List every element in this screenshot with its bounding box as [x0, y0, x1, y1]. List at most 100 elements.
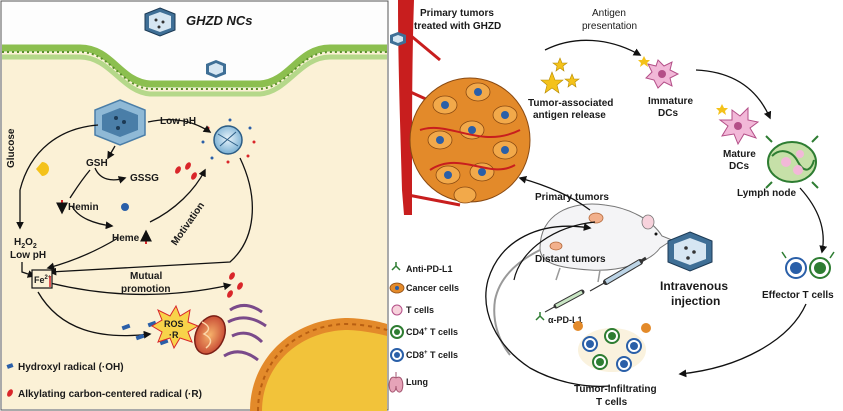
apd-l1-syringe-icon	[535, 289, 585, 321]
arrow-motivation	[149, 168, 206, 223]
legend-tcells: T cells	[391, 304, 434, 316]
mitochondrion-icon	[194, 315, 226, 355]
ros-r-label: ·R	[169, 330, 179, 340]
legend-hydroxyl-icon	[6, 363, 14, 369]
gssg-label: GSSG	[130, 173, 159, 184]
cytoplasm-area	[2, 52, 387, 409]
right-legend: Anti-PD-L1 Cancer cells T cells CD4+ T c…	[388, 262, 459, 393]
entering-nanocube-icon	[206, 60, 226, 78]
primary-tumors-label: Primary tumors	[535, 192, 609, 203]
syringe-icon	[589, 256, 647, 292]
legend-alkyl-label: Alkylating carbon-centered radical (·R)	[18, 389, 202, 400]
immature-dcs-label-1: Immature	[648, 96, 693, 107]
heme-label: Heme	[112, 233, 140, 244]
legend-tcells-label: T cells	[406, 305, 434, 315]
arrow-mouse-to-tumor	[518, 175, 591, 211]
mature-dcs-label-1: Mature	[723, 149, 756, 160]
arrow-fe-to-mutual	[49, 282, 232, 296]
primary-treated-label-2: treated with GHZD	[414, 21, 501, 32]
arrow-gsh-to-gssg	[94, 167, 127, 184]
h2o2-label: H2O2	[14, 237, 37, 250]
ros-burst: ROS ·R	[151, 304, 200, 350]
legend-cd4-label: CD4+ T cells	[406, 327, 458, 337]
immature-dcs-label-2: DCs	[658, 108, 678, 119]
arrow-fe-to-ros	[37, 291, 152, 339]
arrow-antigen-presentation	[544, 39, 642, 56]
nucleus-icon	[250, 318, 388, 411]
arrow-effector-to-til	[678, 303, 807, 378]
ghzd-title: GHZD NCs	[186, 13, 252, 28]
mature-dcs-label-2: DCs	[729, 161, 749, 172]
legend-anti-pd-l1: Anti-PD-L1	[391, 262, 453, 274]
cell-membrane-inner	[2, 54, 387, 97]
alkyl-radical-cluster-top	[175, 162, 197, 180]
taa-label-2: antigen release	[533, 110, 606, 121]
low-ph-top-label: Low pH	[160, 116, 196, 127]
gsh-label: GSH	[86, 158, 108, 169]
hydroxyl-radical-cluster	[121, 320, 169, 346]
heme-item: Heme	[112, 229, 152, 244]
fe-box: Fe2+	[31, 269, 53, 289]
ros-label: ROS	[164, 319, 184, 329]
legend-cd8: CD8+ T cells	[390, 348, 458, 362]
lung-icon	[388, 372, 404, 393]
arrow-nc-to-gsh	[107, 145, 116, 160]
immature-dc-icon	[638, 56, 680, 89]
primary-treated-label-1: Primary tumors	[420, 8, 494, 19]
arrow-immature-to-mature	[695, 69, 772, 120]
antigen-presentation-label-1: Antigen	[592, 8, 626, 19]
effector-tcells-label: Effector T cells	[762, 290, 834, 301]
hemin-label: Hemin	[68, 202, 99, 213]
treated-tumor-mass	[409, 77, 531, 204]
left-panel: GHZD NCs Low pH	[0, 0, 389, 411]
er-icon	[223, 304, 267, 362]
cell-membrane-outer	[2, 44, 387, 88]
hemin-item: Hemin	[56, 200, 99, 215]
arrow-hemin-to-heme	[71, 205, 114, 230]
arrow-heme-to-fe	[46, 237, 119, 271]
legend-cancer-cells: Cancer cells	[389, 282, 459, 294]
intravenous-label: Intravenous	[660, 279, 728, 293]
arrow-nc-to-sphere	[147, 119, 212, 133]
legend-cd8-label: CD8+ T cells	[406, 350, 458, 360]
til-label-2: T cells	[596, 397, 628, 408]
promotion-label: promotion	[121, 284, 170, 295]
arrow-nc-to-glucose	[19, 124, 99, 191]
arrow-circle-inner	[513, 221, 596, 281]
mouse-icon	[493, 203, 674, 356]
alkyl-radical-cluster-right	[227, 272, 243, 298]
apd-l1-label: α-PD-L1	[548, 315, 583, 325]
mutual-label: Mutual	[130, 271, 162, 282]
antigen-icons	[540, 57, 580, 94]
iv-nanocube-icon	[667, 231, 713, 272]
glucose-icon	[36, 162, 49, 176]
legend-cancer-label: Cancer cells	[406, 283, 459, 293]
ghzd-small-icon	[390, 32, 406, 46]
antigen-presentation-label-2: presentation	[582, 21, 637, 32]
fe-label: Fe2+	[34, 275, 52, 285]
left-legend: Hydroxyl radical (·OH) Alkylating carbon…	[6, 362, 202, 400]
legend-cd4: CD4+ T cells	[390, 325, 458, 339]
glucose-label: Glucose	[6, 128, 17, 168]
lymph-node-icon	[765, 135, 819, 189]
arrow-circle-left	[485, 223, 611, 388]
legend-lung: Lung	[388, 372, 428, 393]
til-label-1: Tumor-infiltrating	[574, 384, 657, 395]
ghzd-nanocube-icon	[144, 7, 176, 37]
til-cluster-icon	[573, 321, 651, 372]
mature-dc-icon	[716, 104, 760, 146]
right-panel: Primary tumors treated with GHZD Tumor-a…	[388, 0, 835, 408]
low-ph-left-label: Low pH	[10, 250, 46, 261]
taa-label-1: Tumor-associated	[528, 98, 613, 109]
injection-label: injection	[671, 294, 720, 308]
effector-tcells-icon	[781, 251, 835, 279]
heme-dot-icon	[121, 203, 129, 211]
legend-hydroxyl-label: Hydroxyl radical (·OH)	[18, 362, 124, 373]
arrow-sphere-to-fe	[48, 157, 253, 276]
arrow-lymph-to-effector	[799, 187, 828, 254]
legend-anti-pd-l1-label: Anti-PD-L1	[406, 264, 453, 274]
legend-alkyl-icon	[7, 389, 13, 397]
distant-tumors-label: Distant tumors	[535, 254, 606, 265]
internalized-nanocube-icon	[94, 99, 146, 146]
